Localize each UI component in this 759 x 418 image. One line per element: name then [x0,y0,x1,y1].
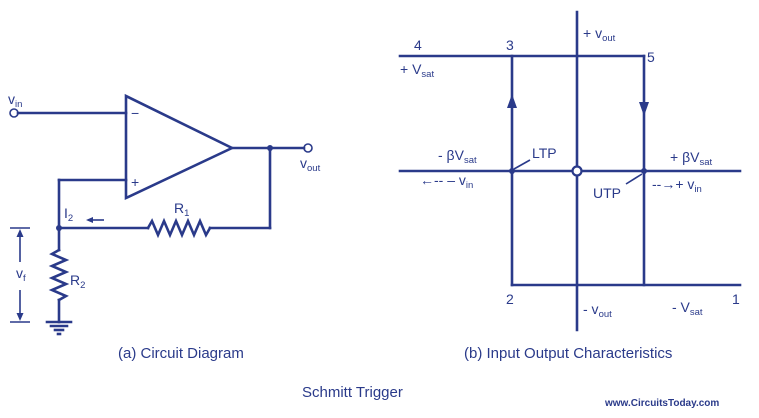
i2-label: I2 [64,205,73,224]
vin-label: vin [8,91,22,110]
r2-label: R2 [70,272,85,291]
origin-marker [571,165,583,177]
characteristics-graph: LTP UTP 4 3 5 2 1 + Vsat - Vsat - βVsat … [398,10,742,362]
ltp-pointer [513,159,531,170]
neg-vsat-label: - Vsat [672,299,703,318]
vf-label: vf [16,265,26,284]
pos-beta-vsat-label: + βVsat [670,149,713,168]
ltp-label: LTP [532,145,557,161]
neg-beta-vsat-label: - βVsat [438,147,477,166]
ltp-point [509,168,515,174]
neg-vin-label: ←-- – vin [420,172,473,191]
op-amp-triangle [124,93,235,201]
point-2-label: 2 [506,291,514,307]
vf-dimension-arrow [10,227,30,323]
resistor-r1 [146,217,212,239]
up-arrow-icon [507,94,517,108]
graph-caption: (b) Input Output Characteristics [464,345,672,362]
point-1-label: 1 [732,291,740,307]
utp-pointer [625,173,643,185]
r1-label: R1 [174,200,189,219]
point-3-label: 3 [506,37,514,53]
circuit-diagram: vin − + vout R1 I2 R2 [8,91,321,362]
i2-arrow-head [86,217,93,223]
utp-label: UTP [593,185,621,201]
utp-point [641,168,647,174]
figure-title: Schmitt Trigger [302,384,403,401]
vout-label: vout [300,155,321,174]
circuit-caption: (a) Circuit Diagram [118,345,244,362]
point-5-label: 5 [647,49,655,65]
down-arrow-icon [639,102,649,116]
neg-vout-label: - vout [583,301,612,320]
resistor-r2 [48,248,70,302]
website-credit: www.CircuitsToday.com [604,398,719,409]
inverting-input-sign: − [131,105,139,121]
vout-terminal [303,143,313,153]
pos-vin-label: --→+ vin [652,176,702,195]
pos-vsat-label: + Vsat [400,61,434,80]
point-4-label: 4 [414,37,422,53]
noninverting-input-sign: + [131,174,139,190]
ground-icon [45,320,73,336]
pos-vout-label: + vout [583,25,616,44]
